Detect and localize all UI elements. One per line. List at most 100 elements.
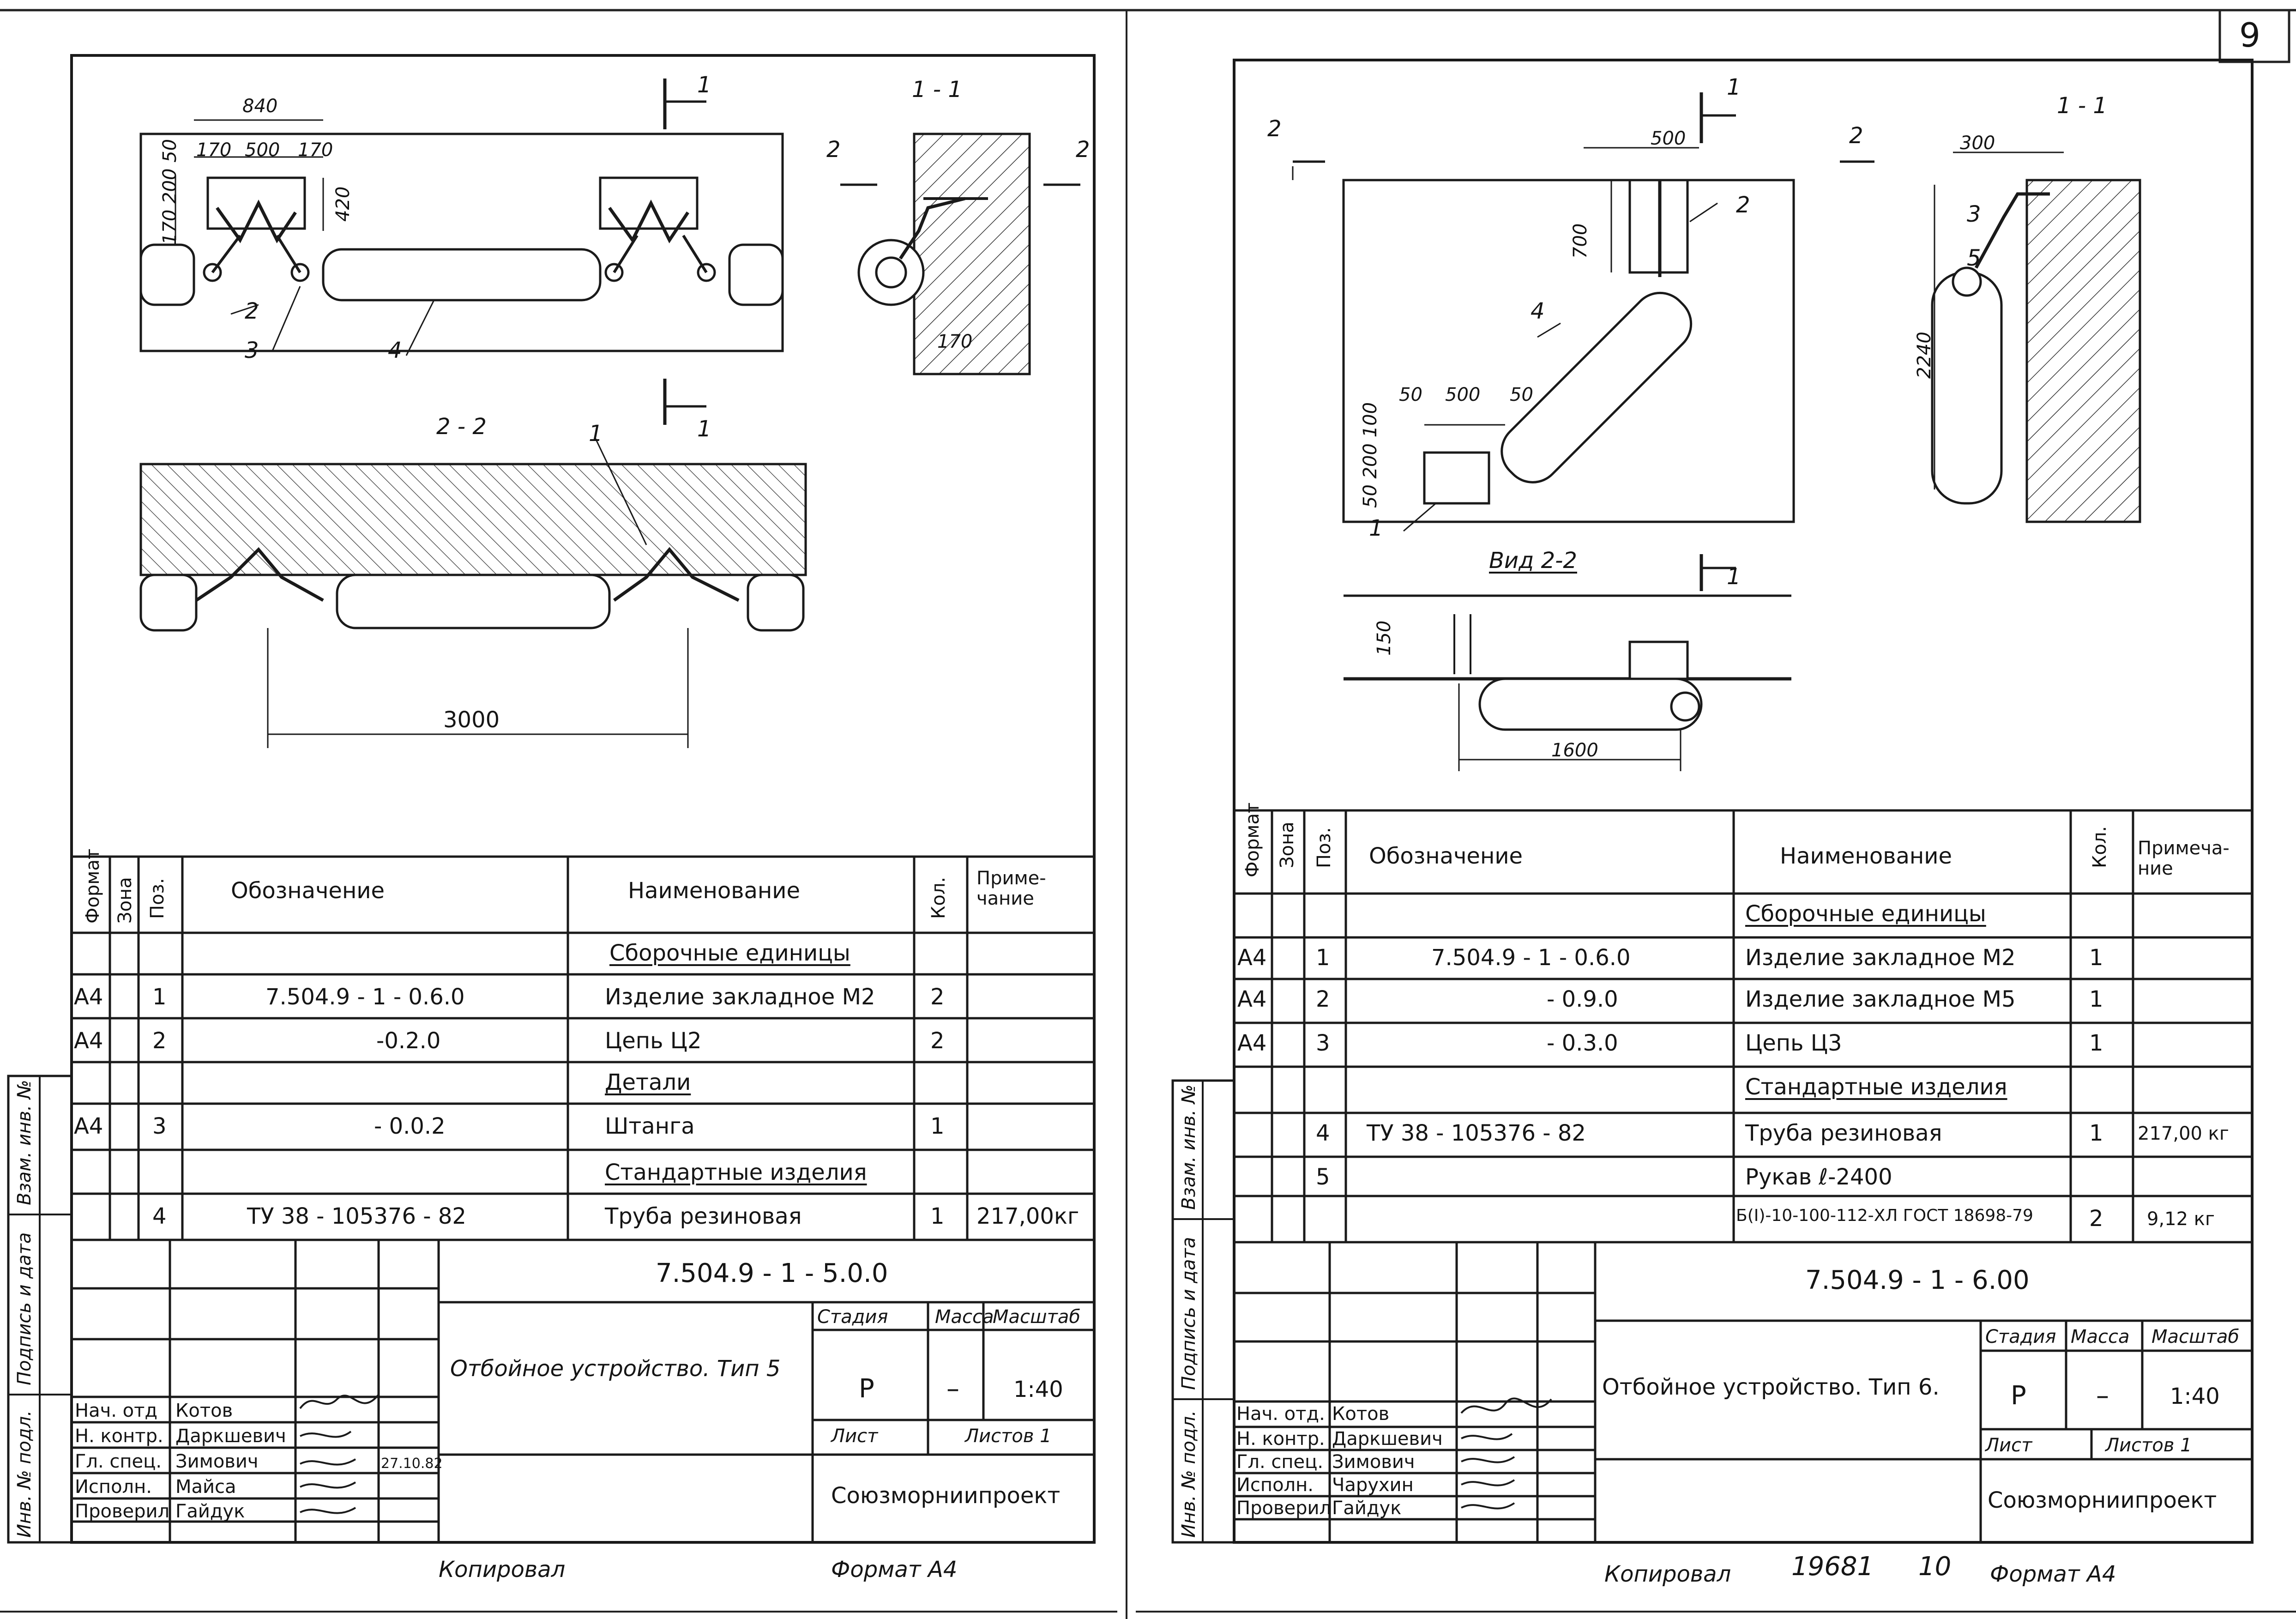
- s1-p0-role: Нач. отд: [75, 1400, 158, 1421]
- s2-p0-name: Котов: [1332, 1403, 1390, 1425]
- s1-stamp-replace: Взам. инв. №: [14, 1080, 35, 1205]
- s2-dim-300: 300: [1960, 133, 1995, 154]
- s2-cut-2-left: 2: [1267, 116, 1282, 142]
- s2-mass: –: [2096, 1381, 2109, 1411]
- s2-sheets-label: Листов 1: [2105, 1435, 2192, 1456]
- s2-dim-50a: 50: [1399, 384, 1422, 405]
- s2-section-1-1-label: 1 - 1: [2057, 93, 2107, 119]
- s2-sheet-label: Лист: [1985, 1435, 2032, 1456]
- s2-row7-note: 9,12 кг: [2147, 1208, 2215, 1230]
- s2-row7-name: Б(I)-10-100-112-ХЛ ГОСТ 18698-79: [1736, 1206, 2033, 1225]
- signatures-sheet1: [299, 1394, 380, 1514]
- s1-row1-qty: 2: [930, 984, 945, 1010]
- s2-footer-inventory: 19681: [1791, 1552, 1874, 1582]
- s1-row4-format: А4: [74, 1113, 103, 1139]
- s2-callout-4: 4: [1531, 298, 1545, 324]
- s1-footer-copied: Копировал: [439, 1557, 566, 1583]
- s2-dim-150: 150: [1374, 620, 1395, 656]
- s2-scale-label: Масштаб: [2151, 1326, 2240, 1347]
- s2-scale: 1:40: [2170, 1383, 2220, 1409]
- s2-hdr-qty: Кол.: [2089, 826, 2110, 868]
- s2-row2-format: А4: [1237, 986, 1267, 1012]
- sheet2-front-view: [1292, 92, 1874, 532]
- s2-stamp-replace: Взам. инв. №: [1178, 1084, 1199, 1210]
- s2-hdr-zone: Зона: [1277, 822, 1298, 868]
- s1-footer-format: Формат А4: [831, 1557, 958, 1583]
- s2-hdr-pos: Поз.: [1314, 827, 1335, 868]
- s2-row3-name: Цепь Ц3: [1745, 1030, 1842, 1056]
- s1-dim-left: 170 200 50: [159, 139, 181, 245]
- s2-p1-role: Н. контр.: [1236, 1428, 1325, 1450]
- s2-row2-name: Изделие закладное М5: [1745, 986, 2016, 1012]
- s1-row1-format: А4: [74, 984, 103, 1010]
- s1-p1-role: Н. контр.: [75, 1426, 163, 1447]
- s1-callout-3: 3: [245, 338, 259, 363]
- s1-hdr-name: Наименование: [628, 878, 801, 904]
- s1-dim-840: 840: [242, 96, 278, 117]
- s2-row2-qty: 1: [2089, 986, 2103, 1012]
- s1-hdr-note: Приме- чание: [976, 868, 1046, 909]
- s1-p1-name: Даркшевич: [175, 1426, 286, 1447]
- s2-row2-designation: - 0.9.0: [1547, 986, 1618, 1012]
- s2-dim-1600: 1600: [1551, 740, 1598, 761]
- s1-cut-1-bottom: 1: [697, 416, 711, 442]
- s2-row1-name: Изделие закладное М2: [1745, 945, 2016, 971]
- s2-callout-5: 5: [1967, 245, 1981, 271]
- s2-p1-name: Даркшевич: [1332, 1428, 1443, 1450]
- s1-row4-pos: 3: [152, 1113, 167, 1139]
- s1-row2-name: Цепь Ц2: [605, 1028, 702, 1054]
- s2-cut-1-top: 1: [1727, 74, 1741, 100]
- s1-row0-name: Сборочные единицы: [609, 940, 850, 966]
- s2-row5-designation: ТУ 38 - 105376 - 82: [1367, 1120, 1586, 1146]
- s2-stage-label: Стадия: [1985, 1326, 2056, 1347]
- sheet2-section-1-1: [1931, 151, 2141, 523]
- s2-callout-2: 2: [1736, 192, 1750, 218]
- s1-row3-name: Детали: [605, 1069, 691, 1095]
- s2-title: Отбойное устройство. Тип 6.: [1602, 1374, 1940, 1400]
- s1-hdr-format: Формат: [82, 848, 103, 924]
- s2-row6-pos: 5: [1316, 1164, 1330, 1190]
- s2-row5-note: 217,00 кг: [2138, 1123, 2229, 1144]
- s1-callout-1: 1: [589, 421, 603, 447]
- s1-stamp-inv: Инв. № подл.: [14, 1410, 35, 1538]
- s2-row5-name: Труба резиновая: [1745, 1120, 1942, 1146]
- s2-p4-role: Проверил: [1236, 1498, 1332, 1519]
- s1-row2-qty: 2: [930, 1028, 945, 1054]
- s1-row1-designation: 7.504.9 - 1 - 0.6.0: [265, 984, 465, 1010]
- s1-section-2-2-label: 2 - 2: [436, 414, 487, 440]
- sheet2-view-2-2: [1344, 554, 1791, 771]
- s1-sheet-label: Лист: [831, 1426, 878, 1447]
- s1-hdr-pos: Поз.: [147, 878, 168, 919]
- page-number: 9: [2239, 16, 2260, 54]
- s2-footer-copied: Копировал: [1604, 1561, 1731, 1587]
- s2-row3-pos: 3: [1316, 1030, 1330, 1056]
- s2-row5-qty: 1: [2089, 1120, 2103, 1146]
- s2-p4-name: Гайдук: [1332, 1498, 1402, 1519]
- s2-footer-sheet: 10: [1918, 1552, 1952, 1582]
- s2-row3-qty: 1: [2089, 1030, 2103, 1056]
- s2-row1-pos: 1: [1316, 945, 1330, 971]
- s1-row2-pos: 2: [152, 1028, 167, 1054]
- s2-row0-name: Сборочные единицы: [1745, 901, 1986, 927]
- s2-hdr-name: Наименование: [1780, 843, 1953, 869]
- s1-dim-170b: 170: [298, 139, 333, 161]
- s1-row6-qty: 1: [930, 1203, 945, 1229]
- sheet1-titleblock-grid: [72, 1240, 1094, 1542]
- s2-callout-1: 1: [1369, 515, 1383, 541]
- page-number-box: [2218, 9, 2290, 63]
- sheet1-spec-grid: [72, 855, 1094, 1241]
- s1-p3-name: Майса: [175, 1476, 236, 1498]
- s1-row2-format: А4: [74, 1028, 103, 1054]
- s1-mass-label: Масса: [935, 1306, 994, 1328]
- s2-row5-pos: 4: [1316, 1120, 1330, 1146]
- s2-dim-50b: 50: [1510, 384, 1533, 405]
- s1-dim-3000: 3000: [443, 707, 500, 733]
- s2-row1-format: А4: [1237, 945, 1267, 971]
- s1-callout-4: 4: [388, 338, 402, 363]
- s1-row6-designation: ТУ 38 - 105376 - 82: [247, 1203, 466, 1229]
- sheet1-section-2-2: [139, 438, 807, 748]
- s2-dim-left: 50 200 100: [1360, 402, 1381, 508]
- sheet2-frame: [1171, 59, 2254, 1544]
- s2-p3-name: Чарухин: [1332, 1474, 1414, 1496]
